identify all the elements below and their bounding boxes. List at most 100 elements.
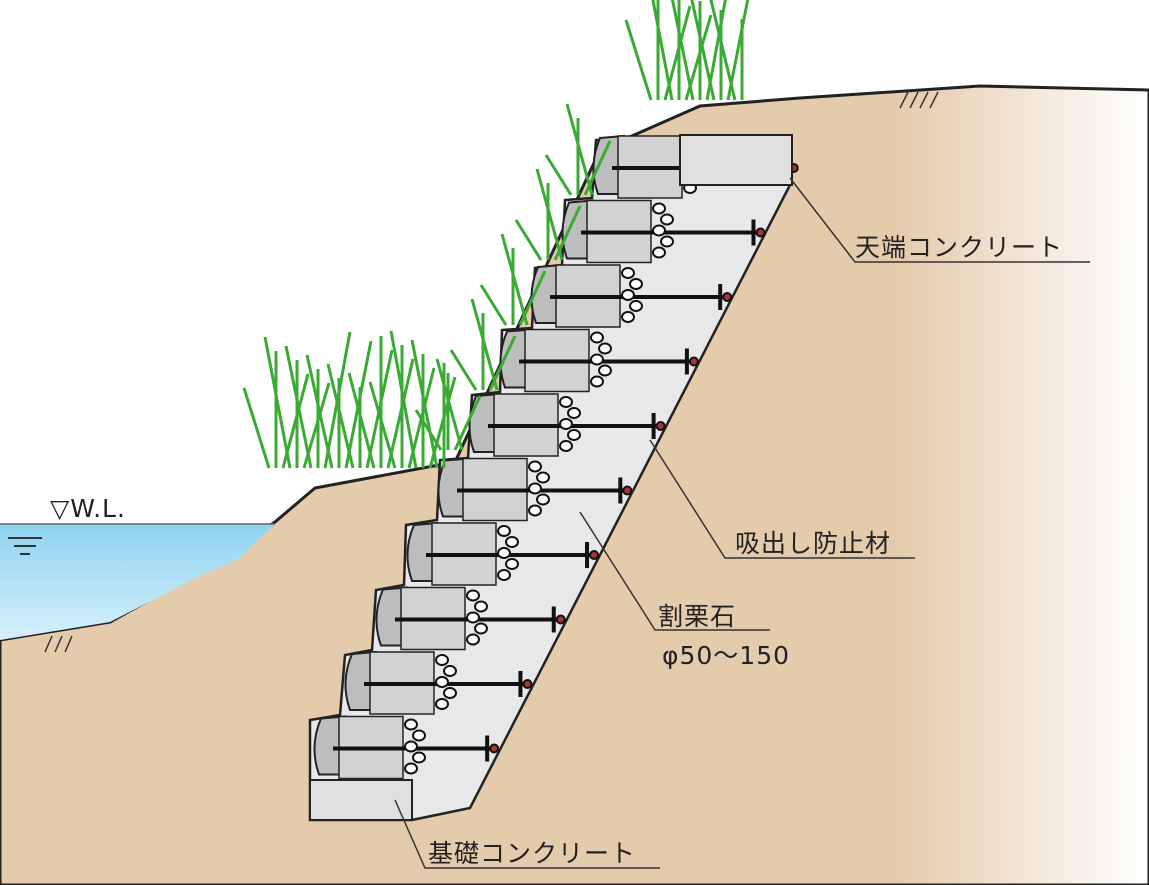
crushed-stone (466, 633, 480, 646)
crown-concrete (679, 134, 793, 186)
crown-concrete-label: 天端コンクリート (855, 233, 1064, 262)
crushed-stone (505, 558, 519, 570)
crushed-stone (559, 418, 573, 430)
crushed-stone (412, 751, 426, 764)
grass-blade (449, 349, 478, 391)
base-concrete-label: 基礎コンクリート (428, 839, 637, 868)
water (0, 524, 275, 640)
grass-blade (544, 154, 573, 196)
crushed-stone (652, 224, 666, 237)
crushed-stone (474, 600, 488, 613)
ground-hatch (44, 91, 939, 653)
grass-blade (518, 270, 547, 326)
wall-block (530, 263, 733, 328)
anchor-end (522, 679, 533, 689)
grass-blade (326, 363, 355, 469)
crushed-stone (536, 493, 550, 506)
crushed-stone (497, 525, 511, 537)
grass-blade (500, 233, 529, 326)
grass-blade (453, 395, 482, 451)
grass-blade (651, 0, 674, 101)
crushed-stone (567, 407, 581, 419)
grass-blade (583, 140, 612, 196)
anchor-end (555, 614, 566, 625)
crushed-stone (567, 429, 581, 441)
wall-block (499, 328, 699, 393)
crushed-stone (621, 311, 635, 323)
crushed-stone (590, 353, 604, 366)
crushed-stone (404, 740, 418, 753)
crushed-stone (443, 665, 457, 677)
crushed-stone (528, 504, 542, 517)
base-concrete (309, 779, 413, 821)
crushed-stone (536, 471, 550, 484)
anchor-end (722, 292, 733, 302)
crushed-stone-label: 割栗石 (658, 602, 737, 631)
crushed-stone (528, 482, 542, 495)
grass-blade (553, 205, 582, 261)
crushed-stone (497, 569, 511, 581)
grass-blade (690, 0, 716, 101)
crushed-stone (559, 440, 573, 452)
grass-blade (389, 330, 418, 469)
crushed-stone (466, 611, 480, 624)
crushed-stone (660, 235, 674, 248)
crushed-stone (435, 698, 449, 710)
grass-blade (535, 168, 564, 261)
crushed-stone (412, 729, 426, 742)
wall-block (344, 650, 533, 715)
grass-blade (435, 358, 464, 451)
wall-block (406, 521, 600, 586)
crushed-stone (497, 547, 511, 559)
crushed-stone (466, 589, 480, 602)
grass-blade (624, 19, 653, 101)
water-level-label: ▽W.L. (50, 494, 126, 523)
crushed-stone (435, 676, 449, 688)
grass-blade (305, 354, 334, 469)
grass-blade (514, 219, 543, 261)
grass-blade (263, 336, 292, 469)
grass-blade (368, 381, 397, 469)
crushed-stone (559, 396, 573, 408)
crushed-stone (621, 289, 635, 301)
grass-blade (347, 372, 376, 469)
crushed-stone (474, 622, 488, 635)
crushed-stone (443, 687, 457, 699)
crushed-stone (629, 300, 643, 312)
grass-blade (284, 345, 313, 469)
crushed-stone (404, 762, 418, 775)
grass-blade (488, 335, 517, 391)
anchor-end (655, 421, 666, 431)
crushed-stone-size-label: φ50～150 (662, 641, 791, 670)
grass-blade (479, 284, 508, 326)
leader-lines (394, 177, 1090, 869)
crushed-stone (598, 364, 612, 377)
crushed-stone (660, 213, 674, 226)
anchor-end (589, 550, 600, 560)
crushed-stone (505, 536, 519, 548)
wall-block (313, 715, 500, 780)
anchor-end (489, 743, 500, 754)
crushed-stone (652, 246, 666, 259)
crushed-stone (590, 331, 604, 344)
grass-blade (410, 339, 439, 469)
grass-blade (242, 387, 271, 469)
wall-block (468, 392, 666, 457)
grass-blade (414, 409, 443, 451)
grass-blade (670, 0, 695, 101)
water-level-symbol (8, 537, 42, 555)
crushed-stone (404, 718, 418, 731)
crushed-stone (528, 460, 542, 473)
crushed-stone (435, 654, 449, 666)
anchor-end (622, 485, 633, 496)
anchor-end (688, 356, 699, 367)
wall-block (375, 586, 566, 651)
crushed-stone (598, 342, 612, 355)
grass-blade (565, 103, 594, 196)
crushed-stone (629, 278, 643, 290)
anchor-end (755, 227, 766, 238)
wall-block (437, 457, 633, 522)
crushed-stone (590, 375, 604, 388)
grass (242, 0, 750, 469)
